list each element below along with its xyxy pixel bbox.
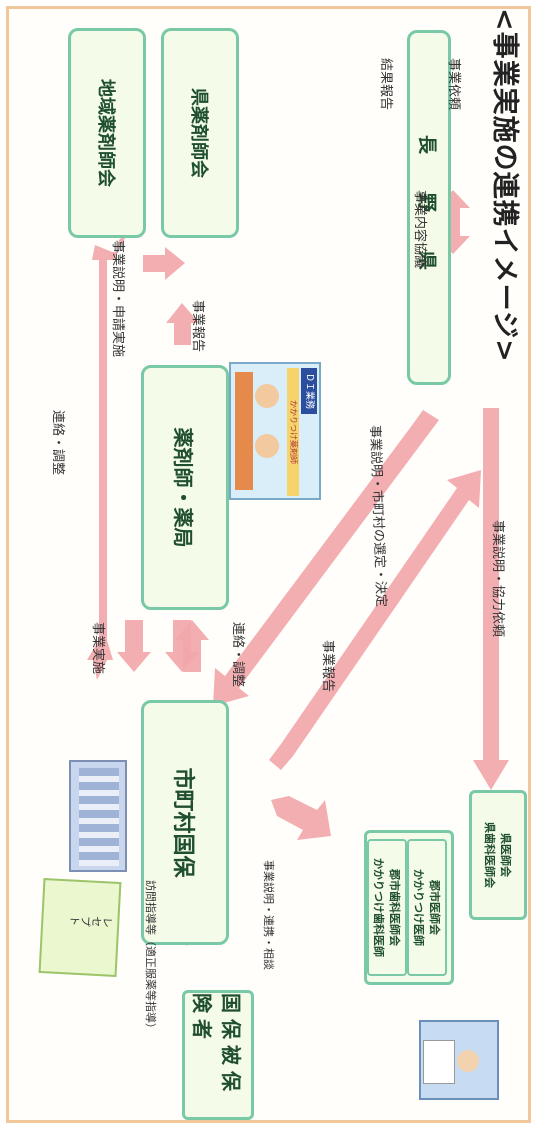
- shikaishikai-line2: かかりつけ歯科医師: [372, 857, 385, 958]
- node-pharmacist-pharmacy: 薬剤師・薬局: [141, 365, 229, 610]
- node-prefectural-pharmaceutical-association: 県薬剤師会: [161, 28, 239, 238]
- node-local-medical-associations: 郡市医師会 かかりつけ医師 郡市歯科医師会 かかりつけ歯科医師: [364, 830, 454, 985]
- shikaishikai-line1: 郡市歯科医師会: [388, 869, 401, 946]
- node-pharmacy-label: 薬剤師・薬局: [171, 427, 196, 548]
- pharmacist-figure-icon: [255, 384, 279, 408]
- arrow-jigyou-houkoku-mid: [269, 470, 481, 770]
- label-setsumei-renkei: 事業説明・連携・相談: [262, 860, 275, 970]
- node-ken-yakuzai-label: 県薬剤師会: [188, 88, 209, 178]
- arrow-setsumei-kyouryoku: [473, 408, 509, 790]
- counter-desk: [235, 372, 253, 490]
- arrow-renraku-mid-back: [175, 620, 209, 672]
- doctor-head-icon: [457, 1050, 479, 1072]
- label-jigyou-irai: 事業依頼: [446, 58, 461, 111]
- label-jigyou-houkoku-top: 事業報告: [190, 300, 205, 353]
- label-renraku-chousei-left: 連絡・調整: [50, 410, 65, 476]
- ishikai-group: 郡市医師会 かかりつけ医師: [407, 839, 447, 976]
- label-kekka-houkoku: 結果報告: [378, 58, 393, 111]
- label-setsumei-kyouryoku: 事業説明・協力依頼: [490, 520, 505, 638]
- node-prefectural-medical-associations: 県医師会 県歯科医師会: [469, 790, 527, 920]
- arrow-setsumei-renkei: [271, 796, 331, 840]
- doctor-coat-icon: [423, 1040, 455, 1084]
- ken-ishikai-line1: 県医師会: [499, 833, 512, 877]
- node-chiiki-yakuzai-label: 地域薬剤師会: [95, 79, 116, 187]
- pharmacy-counter-illustration: ＤＩ業務 かかりつけ薬剤師: [229, 362, 321, 500]
- node-shichoson-label: 市町村国保: [170, 767, 195, 878]
- receipt-label: レセプト: [69, 913, 114, 929]
- label-houmon-shidou: 訪問指導等（適正服薬等指導）: [144, 880, 157, 1034]
- municipal-building-icon: [69, 760, 127, 872]
- building-windows: [79, 768, 119, 866]
- node-kokuho-label: 国保被保険者: [190, 993, 243, 1097]
- label-renraku-chousei-mid: 連絡・調整: [230, 622, 245, 688]
- label-jigyou-jisshi: 事業実施: [90, 622, 105, 675]
- node-nhi-insured: 国保被保険者: [182, 990, 254, 1120]
- doctor-illustration-icon: [419, 1020, 499, 1100]
- counter-banner: かかりつけ薬剤師: [287, 368, 299, 496]
- label-jigyou-naiyou: 事業内容協議: [412, 190, 427, 269]
- ishikai-line2: かかりつけ医師: [412, 868, 425, 947]
- node-regional-pharmaceutical-association: 地域薬剤師会: [68, 28, 146, 238]
- label-setsumei-chuusei: 事業説明・申請実施: [110, 240, 125, 358]
- arrow-jigyou-jisshi: [117, 620, 151, 672]
- arrow-setsumei-chuusei: [143, 247, 185, 280]
- customer-figure-icon: [255, 434, 279, 458]
- diagram-title: <事業実施の連携イメージ>: [489, 8, 520, 363]
- label-jigyou-houkoku-mid: 事業報告: [320, 640, 335, 693]
- ken-ishikai-line2: 県歯科医師会: [483, 822, 496, 888]
- counter-sign: ＤＩ業務: [301, 368, 317, 414]
- ishikai-line1: 郡市医師会: [428, 880, 441, 935]
- receipt-documents-icon: レセプト: [38, 878, 122, 977]
- arrow-setsumei-shichoson: [213, 410, 439, 706]
- shikaishikai-group: 郡市歯科医師会 かかりつけ歯科医師: [367, 839, 407, 976]
- arrow-jigyou-houkoku-top: [166, 303, 199, 345]
